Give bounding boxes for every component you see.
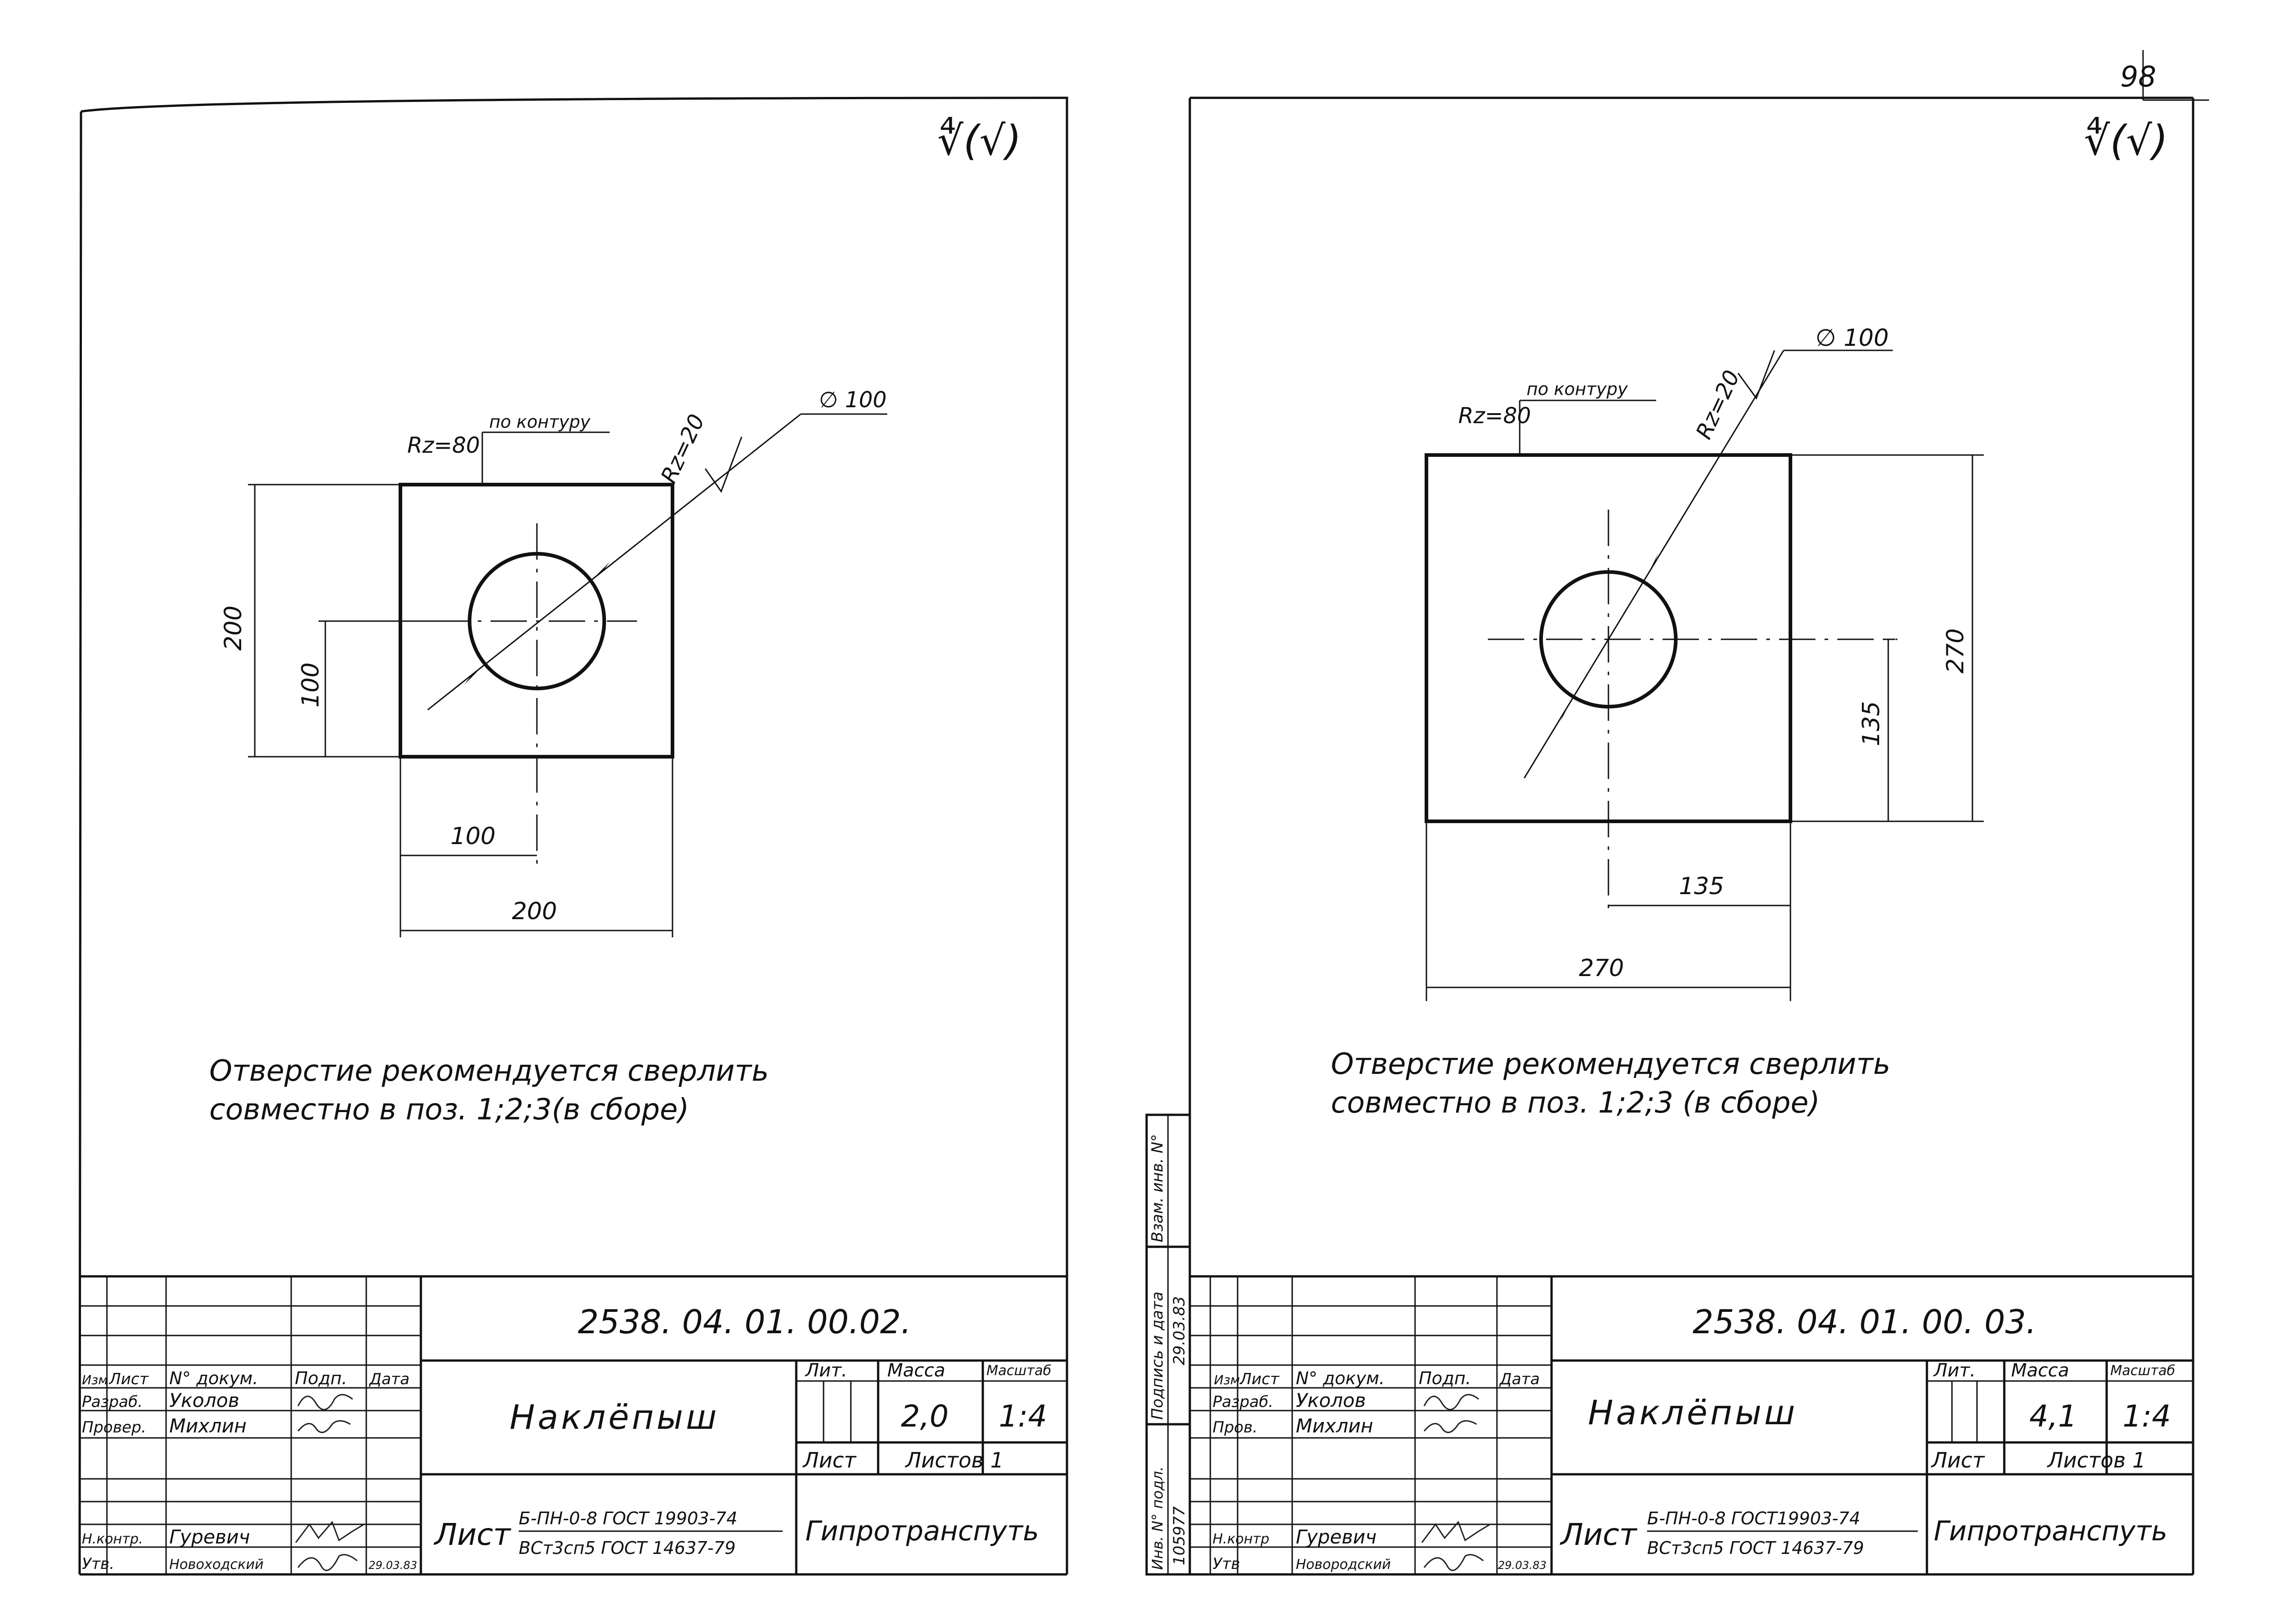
right-sheet: ∜(√) ∅ 100 Rz=80 по контуру Rz=20 270 13… bbox=[1145, 96, 2194, 1576]
approval-date-right: 29.03.83 bbox=[1498, 1559, 1547, 1572]
role-developer: Разраб. bbox=[82, 1393, 143, 1411]
material-line-2-right: ВСт3сп5 ГОСТ 14637-79 bbox=[1647, 1538, 1864, 1558]
left-sheet: ∜(√) ∅ 100 Rz=80 по контуру Rz=20 200 10… bbox=[78, 96, 1068, 1576]
rz-hole-label: Rz=20 bbox=[656, 410, 710, 487]
name-approver-right: Новородский bbox=[1296, 1557, 1391, 1573]
role-normcontrol-right: Н.контр bbox=[1213, 1531, 1269, 1547]
stamp-header-izm-right: Изм. bbox=[1214, 1372, 1244, 1387]
side-sign-date: Подпись и дата bbox=[1148, 1291, 1167, 1420]
name-approver: Новоходский bbox=[169, 1557, 263, 1573]
roughness-symbol-right: ∜(√) bbox=[2084, 116, 2168, 165]
role-approver: Утв. bbox=[82, 1555, 114, 1573]
rz-outline-note-right: по контуру bbox=[1527, 379, 1628, 399]
page-number: 98 bbox=[2120, 60, 2156, 93]
note-line-1: Отверстие рекомендуется сверлить bbox=[209, 1054, 769, 1088]
part-title-right: Наклёпыш bbox=[1588, 1393, 1798, 1432]
dim-width: 200 bbox=[512, 898, 557, 925]
side-inv-value: 105977 bbox=[1170, 1506, 1188, 1565]
designation-right: 2538. 04. 01. 00. 03. bbox=[1693, 1303, 2037, 1341]
role-normcontrol: Н.контр. bbox=[82, 1531, 143, 1547]
side-replace-inv: Взам. инв. N° bbox=[1148, 1134, 1167, 1242]
name-checker-right: Михлин bbox=[1296, 1415, 1373, 1437]
hole-diameter-label: ∅ 100 bbox=[819, 387, 887, 413]
dim-half-width-right: 135 bbox=[1679, 873, 1724, 900]
designation: 2538. 04. 01. 00.02. bbox=[578, 1303, 911, 1341]
rz-outline-label-right: Rz=80 bbox=[1458, 403, 1531, 429]
sheets-count: Листов 1 bbox=[905, 1448, 1004, 1472]
name-normcontrol-right: Гуревич bbox=[1296, 1526, 1377, 1548]
mass-value: 2,0 bbox=[901, 1399, 949, 1434]
side-sign-value: 29.03.83 bbox=[1170, 1296, 1188, 1365]
material-line-1: Б-ПН-0-8 ГОСТ 19903-74 bbox=[519, 1508, 738, 1528]
scale-value-right: 1:4 bbox=[2123, 1399, 2171, 1434]
sheet-label: Лист bbox=[802, 1448, 857, 1472]
role-developer-right: Разраб. bbox=[1213, 1393, 1274, 1411]
dim-height: 200 bbox=[220, 606, 247, 651]
material-label: Лист bbox=[434, 1517, 512, 1552]
role-checker-right: Пров. bbox=[1213, 1418, 1258, 1437]
title-block: Изм Лист N° докум. Подп. Дата Разраб. Ук… bbox=[80, 1275, 1067, 1574]
rz-hole-label-right: Rz=20 bbox=[1691, 366, 1745, 443]
rz-outline-label: Rz=80 bbox=[407, 433, 480, 458]
note-line-1-right: Отверстие рекомендуется сверлить bbox=[1331, 1047, 1891, 1081]
side-inv-no: Инв. N° подл. bbox=[1149, 1467, 1166, 1570]
name-checker: Михлин bbox=[169, 1415, 247, 1437]
scale-value: 1:4 bbox=[999, 1399, 1047, 1434]
dim-width-right: 270 bbox=[1579, 955, 1624, 982]
dim-half-height: 100 bbox=[297, 663, 324, 708]
dim-half-height-right: 135 bbox=[1858, 701, 1885, 746]
organization-right: Гипротранспуть bbox=[1934, 1515, 2168, 1547]
side-stamp: Взам. инв. N° Подпись и дата 29.03.83 Ин… bbox=[1145, 1113, 1191, 1576]
mass-header: Масса bbox=[887, 1360, 945, 1381]
note-line-2-right: совместно в поз. 1;2;3 (в сборе) bbox=[1331, 1086, 1820, 1120]
name-normcontrol: Гуревич bbox=[169, 1526, 250, 1548]
name-developer-right: Уколов bbox=[1296, 1389, 1366, 1412]
stamp-header-doc-right: N° докум. bbox=[1296, 1368, 1385, 1388]
dim-height-right: 270 bbox=[1942, 628, 1969, 673]
dim-half-width: 100 bbox=[450, 823, 495, 850]
stamp-header-date-right: Дата bbox=[1499, 1370, 1540, 1388]
hole-diameter-label-right: ∅ 100 bbox=[1815, 324, 1889, 352]
scale-header-right: Масштаб bbox=[2110, 1363, 2175, 1379]
approval-date: 29.03.83 bbox=[369, 1559, 417, 1572]
organization: Гипротрансп​уть bbox=[805, 1515, 1039, 1547]
sheets-count-right: Листов 1 bbox=[2047, 1448, 2146, 1472]
rz-outline-note: по контуру bbox=[489, 412, 591, 432]
lit-header-right: Лит. bbox=[1933, 1360, 1976, 1381]
mass-value-right: 4,1 bbox=[2029, 1399, 2077, 1434]
material-label-right: Лист bbox=[1560, 1517, 1638, 1552]
name-developer: Уколов bbox=[169, 1389, 239, 1412]
role-approver-right: Утв bbox=[1213, 1555, 1240, 1573]
stamp-header-sign: Подп. bbox=[295, 1368, 347, 1388]
role-checker: Провер. bbox=[82, 1418, 146, 1437]
stamp-header-sign-right: Подп. bbox=[1419, 1368, 1471, 1388]
stamp-header-doc: N° докум. bbox=[169, 1368, 258, 1388]
title-block-right: Изм. Лист N° докум. Подп. Дата Разраб. У… bbox=[1190, 1275, 2193, 1574]
stamp-header-date: Дата bbox=[369, 1370, 410, 1388]
scale-header: Масштаб bbox=[986, 1363, 1052, 1379]
lit-header: Лит. bbox=[804, 1360, 847, 1381]
stamp-header-list-right: Лист bbox=[1239, 1370, 1279, 1388]
material-line-2: ВСт3сп5 ГОСТ 14637-79 bbox=[519, 1538, 736, 1558]
note-line-2: совместно в поз. 1;2;3(в сборе) bbox=[209, 1093, 689, 1127]
stamp-header-izm: Изм bbox=[82, 1372, 108, 1387]
roughness-symbol: ∜(√) bbox=[937, 116, 1021, 165]
stamp-header-list: Лист bbox=[108, 1370, 149, 1388]
mass-header-right: Масса bbox=[2011, 1360, 2069, 1381]
material-line-1-right: Б-ПН-0-8 ГОСТ19903-74 bbox=[1647, 1508, 1860, 1528]
part-title: Наклёпыш bbox=[510, 1398, 719, 1437]
sheet-label-right: Лист bbox=[1931, 1448, 1985, 1472]
